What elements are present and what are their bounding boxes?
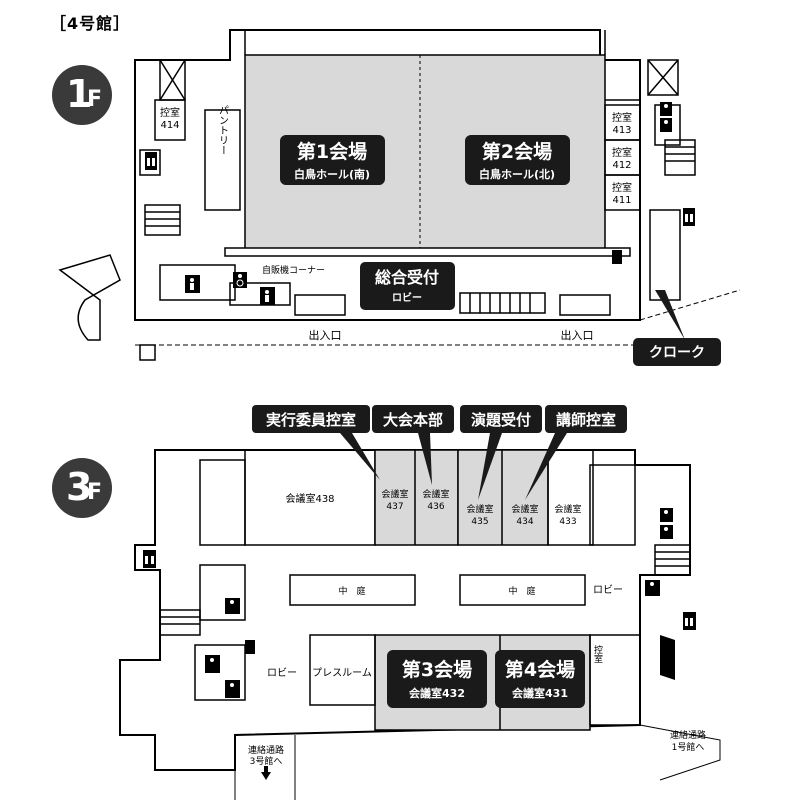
building-title: ［4号館］: [50, 14, 131, 33]
elevator-icon: [683, 612, 696, 630]
hall-4-label: 第4会場 会議室431: [495, 650, 585, 708]
room-438-label: 会議室438: [285, 492, 334, 505]
room-412-label: 控室: [612, 146, 632, 159]
floor-number: 1: [66, 72, 93, 116]
hall-1-subtitle: 白鳥ホール(南): [294, 167, 370, 181]
room-411-label: 控室: [612, 181, 632, 194]
press-room-label: プレスルーム: [312, 667, 372, 679]
passage-3-line2: 3号館へ: [250, 755, 283, 767]
room-433-number: 433: [559, 517, 576, 527]
restroom-icon: [660, 102, 672, 116]
lobby-left-label: ロビー: [267, 667, 297, 679]
floor-1f-plan: [58, 29, 741, 361]
room-437-label: 会議室: [381, 488, 408, 500]
press-room: [309, 634, 376, 706]
pantry: [204, 109, 241, 211]
hall-3-label: 第3会場 会議室432: [387, 650, 487, 708]
hall-2-title: 第2会場: [482, 140, 552, 163]
room-437-number: 437: [386, 502, 403, 512]
hall-4-subtitle: 会議室431: [512, 686, 568, 700]
courtyard-2: [459, 574, 586, 606]
reception-label: 総合受付 ロビー: [360, 262, 455, 310]
restroom-icon: [185, 275, 200, 293]
pantry-label: パントリー: [217, 105, 229, 155]
room-413-number: 413: [612, 125, 631, 136]
accessible-restroom-icon: [233, 272, 247, 288]
callout-committee-text: 実行委員控室: [266, 411, 356, 429]
hall-3-title: 第3会場: [402, 658, 472, 681]
callout-hq: 大会本部: [372, 405, 454, 485]
callout-lecturer: 講師控室: [525, 405, 627, 500]
hall-4-title: 第4会場: [505, 658, 575, 681]
hall-2-subtitle: 白鳥ホール(北): [479, 167, 555, 181]
passage-1-line1: 連絡通路: [670, 729, 706, 741]
room-411: [604, 174, 641, 211]
accessible-restroom-icon: [225, 598, 240, 614]
callout-committee: 実行委員控室: [252, 405, 380, 480]
room-435-number: 435: [471, 517, 488, 527]
floor-3f-badge: 3 F: [52, 458, 112, 518]
courtyard-2-label: 中 庭: [508, 585, 535, 597]
elevator-icon: [683, 208, 695, 226]
phone-icon: [245, 640, 255, 654]
restroom-icon: [660, 508, 673, 522]
room-435-label: 会議室: [466, 503, 493, 515]
room-436-number: 436: [427, 502, 444, 512]
passage-1-line2: 1号館へ: [672, 741, 705, 753]
reception-title: 総合受付: [375, 268, 439, 287]
callout-presenter-text: 演題受付: [471, 411, 531, 429]
vending-label: 自販機コーナー: [262, 264, 325, 276]
entrance-right-label: 出入口: [561, 328, 594, 342]
courtyard-1: [289, 574, 416, 606]
hall-3-subtitle: 会議室432: [409, 686, 465, 700]
restroom-icon: [225, 680, 240, 698]
restroom-icon: [260, 287, 275, 305]
courtyard-1-label: 中 庭: [338, 585, 365, 597]
callout-hq-text: 大会本部: [383, 411, 443, 429]
room-434-label: 会議室: [511, 503, 538, 515]
lobby-right-label: ロビー: [593, 584, 623, 596]
room-435-434: [457, 449, 549, 546]
side-room-label: 控室: [592, 644, 603, 663]
arrow-down-icon: [261, 766, 271, 780]
stairs-icon: [660, 635, 675, 680]
room-434-number: 434: [516, 517, 533, 527]
floor-number: 3: [66, 465, 93, 509]
room-436-label: 会議室: [422, 488, 449, 500]
room-437-436: [374, 449, 459, 546]
phone-icon: [612, 250, 622, 264]
room-414-label: 控室: [160, 106, 180, 119]
floor-1f-badge: 1 F: [52, 65, 112, 125]
entrance-left-label: 出入口: [309, 328, 342, 342]
restroom-icon: [645, 580, 660, 596]
room-433: [547, 449, 594, 546]
room-411-number: 411: [612, 195, 631, 206]
hall-2-label: 第2会場 白鳥ホール(北): [465, 135, 570, 185]
callout-presenter: 演題受付: [460, 405, 542, 500]
room-414-number: 414: [160, 120, 179, 131]
cloak-label: クローク: [633, 290, 721, 366]
floor-suffix: F: [87, 87, 103, 112]
floor-3f-plan: [119, 449, 721, 800]
restroom-icon: [660, 525, 673, 539]
room-414: [154, 99, 186, 141]
reception-subtitle: ロビー: [392, 291, 422, 304]
restroom-icon: [205, 655, 220, 673]
elevator-icon: [143, 550, 156, 568]
hall-1-title: 第1会場: [297, 140, 367, 163]
room-412-number: 412: [612, 160, 631, 171]
callout-lecturer-text: 講師控室: [556, 411, 616, 429]
restroom-icon: [660, 118, 672, 132]
hall-1-label: 第1会場 白鳥ホール(南): [280, 135, 385, 185]
escalator: [459, 292, 546, 314]
cloak-text: クローク: [649, 345, 705, 361]
floor-suffix: F: [87, 480, 103, 505]
room-413-label: 控室: [612, 111, 632, 124]
room-433-label: 会議室: [554, 503, 581, 515]
passage-3-line1: 連絡通路: [248, 744, 284, 756]
elevator-icon: [145, 152, 157, 170]
